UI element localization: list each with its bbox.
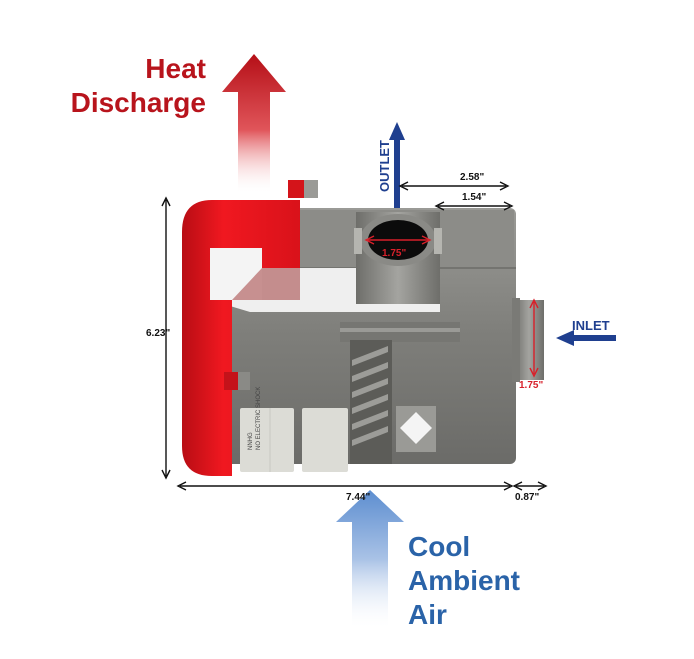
heat-discharge-arrow: [222, 54, 286, 192]
outlet-label: OUTLET: [377, 140, 392, 192]
stamp-line-1: NNHG: [248, 432, 254, 450]
inlet-label: INLET: [572, 318, 610, 333]
outlet-offset-outer-line: [398, 181, 510, 191]
heat-exchanger-body: NNHG NO ELECTRIC SHOCK: [182, 180, 544, 476]
height-dimension-label: 6.23": [146, 328, 170, 339]
cool-air-arrow: [336, 490, 404, 628]
outlet-diameter-label: 1.75": [382, 248, 406, 259]
width-dimension-line: [176, 481, 514, 491]
outlet-offset-inner-label: 1.54": [462, 192, 486, 203]
outlet-offset-inner-line: [434, 201, 514, 211]
cool-label-line-3: Air: [408, 599, 447, 630]
heat-label-line-1: Heat: [145, 53, 206, 84]
cool-label-line-1: Cool: [408, 531, 470, 562]
width-dimension-label: 7.44": [346, 492, 370, 503]
outlet-flow-arrow: [389, 122, 405, 208]
inlet-diameter-label: 1.75": [519, 380, 543, 391]
inlet-diameter-line: [529, 298, 539, 378]
inlet-depth-dimension-line: [512, 481, 548, 491]
cool-label-line-2: Ambient: [408, 565, 520, 596]
height-dimension-line: [161, 196, 171, 480]
outlet-diameter-line: [364, 235, 432, 245]
inlet-flow-arrow: [556, 330, 616, 346]
inlet-depth-dimension-label: 0.87": [515, 492, 539, 503]
stamp-line-2: NO ELECTRIC SHOCK: [256, 387, 262, 450]
heat-label-line-2: Discharge: [71, 87, 206, 118]
outlet-offset-outer-label: 2.58": [460, 172, 484, 183]
